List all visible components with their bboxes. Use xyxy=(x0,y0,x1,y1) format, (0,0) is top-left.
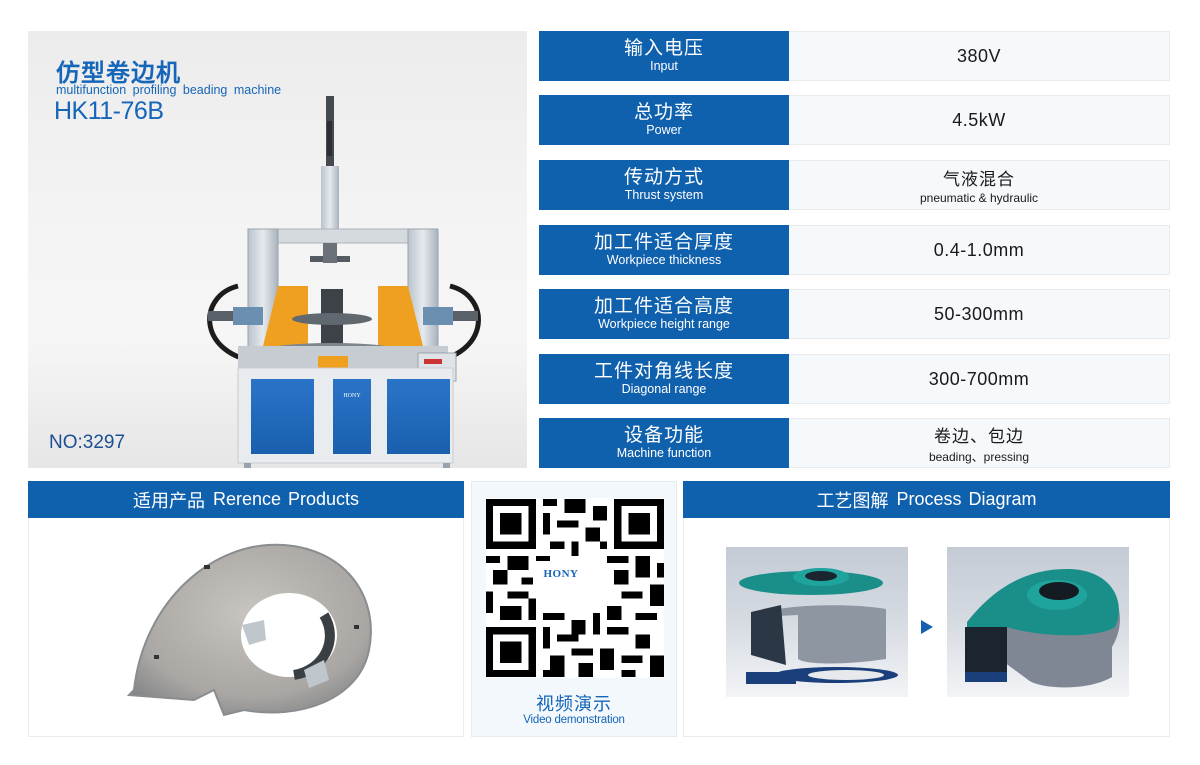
header-en: Process Diagram xyxy=(896,489,1037,509)
qr-code[interactable] xyxy=(486,498,664,678)
spec-label-en: Thrust system xyxy=(624,188,704,202)
spec-label-cn: 加工件适合高度 xyxy=(593,295,734,317)
spec-row-thickness: 加工件适合厚度 Workpiece thickness 0.4-1.0mm xyxy=(539,225,1170,275)
spec-value-sub: pneumatic & hydraulic xyxy=(919,191,1039,205)
spec-row-height-range: 加工件适合高度 Workpiece height range 50-300mm xyxy=(539,289,1170,339)
spec-label-cn: 传动方式 xyxy=(623,166,704,188)
spec-row-diagonal-range: 工件对角线长度 Diagonal range 300-700mm xyxy=(539,354,1170,404)
product-hero-panel: 仿型卷边机 multifunction profiling beading ma… xyxy=(28,31,527,468)
spec-label: 传动方式 Thrust system xyxy=(539,160,789,210)
spec-value: 4.5kW xyxy=(789,95,1170,145)
header-en: Rerence Products xyxy=(212,489,360,509)
spec-label: 工件对角线长度 Diagonal range xyxy=(539,354,789,404)
process-diagram-panel: 工艺图解 Process Diagram xyxy=(683,481,1170,737)
spec-label-en: Workpiece thickness xyxy=(606,253,722,267)
spec-label-en: Power xyxy=(646,123,682,137)
spec-label-cn: 总功率 xyxy=(633,101,694,123)
spec-label: 总功率 Power xyxy=(539,95,789,145)
spec-row-power: 总功率 Power 4.5kW xyxy=(539,95,1170,145)
video-qr-panel[interactable]: HONY 视频演示 Video demonstration xyxy=(471,481,677,737)
spec-value: 300-700mm xyxy=(789,354,1170,404)
spec-value: 气液混合 pneumatic & hydraulic xyxy=(789,160,1170,210)
process-step-exploded-image xyxy=(726,547,908,697)
qr-caption-en: Video demonstration xyxy=(523,714,625,726)
header-cn: 适用产品 xyxy=(132,490,205,512)
spec-label-cn: 加工件适合厚度 xyxy=(593,231,734,253)
product-number: NO:3297 xyxy=(49,432,126,453)
spec-label-cn: 输入电压 xyxy=(623,37,704,59)
fan-housing-product-image xyxy=(126,543,372,717)
spec-label-cn: 工件对角线长度 xyxy=(593,360,734,382)
spec-value-main: 50-300mm xyxy=(933,303,1025,324)
spec-value: 50-300mm xyxy=(789,289,1170,339)
spec-label-cn: 设备功能 xyxy=(623,424,704,446)
spec-value-sub: beading、pressing xyxy=(928,449,1030,464)
spec-label-en: Workpiece height range xyxy=(598,317,730,331)
spec-label: 加工件适合高度 Workpiece height range xyxy=(539,289,789,339)
product-title-cn: 仿型卷边机 xyxy=(56,59,181,87)
spec-value-main: 气液混合 xyxy=(943,170,1015,190)
spec-value: 380V xyxy=(789,31,1170,81)
reference-products-panel: 适用产品 Rerence Products xyxy=(28,481,464,737)
spec-value-main: 卷边、包边 xyxy=(934,426,1024,447)
play-triangle-arrow-icon xyxy=(921,620,933,634)
spec-label: 设备功能 Machine function xyxy=(539,418,789,468)
machine-brand-plate: HONY xyxy=(343,393,361,399)
spec-value-main: 4.5kW xyxy=(952,109,1006,130)
spec-row-input: 输入电压 Input 380V xyxy=(539,31,1170,81)
spec-row-machine-function: 设备功能 Machine function 卷边、包边 beading、pres… xyxy=(539,418,1170,468)
process-diagram-header: 工艺图解 Process Diagram xyxy=(683,481,1170,518)
spec-label-en: Machine function xyxy=(616,446,712,460)
spec-value-main: 0.4-1.0mm xyxy=(933,239,1025,260)
qr-caption-cn: 视频演示 xyxy=(536,694,612,715)
spec-value-main: 300-700mm xyxy=(928,368,1030,389)
spec-label: 输入电压 Input xyxy=(539,31,789,81)
spec-value: 卷边、包边 beading、pressing xyxy=(789,418,1170,468)
reference-products-header: 适用产品 Rerence Products xyxy=(28,481,464,518)
machine-image: HONY xyxy=(207,96,481,468)
qr-brand-logo: HONY xyxy=(533,561,589,587)
spec-row-thrust-system: 传动方式 Thrust system 气液混合 pneumatic & hydr… xyxy=(539,160,1170,210)
header-cn: 工艺图解 xyxy=(816,490,889,512)
process-step-assembled-image xyxy=(947,547,1129,697)
product-title-en: multifunction profiling beading machine xyxy=(56,83,282,97)
spec-label: 加工件适合厚度 Workpiece thickness xyxy=(539,225,789,275)
spec-value-main: 380V xyxy=(956,45,1002,66)
spec-label-en: Input xyxy=(650,59,678,73)
spec-value: 0.4-1.0mm xyxy=(789,225,1170,275)
spec-label-en: Diagonal range xyxy=(621,382,707,396)
product-model: HK11-76B xyxy=(54,97,164,125)
